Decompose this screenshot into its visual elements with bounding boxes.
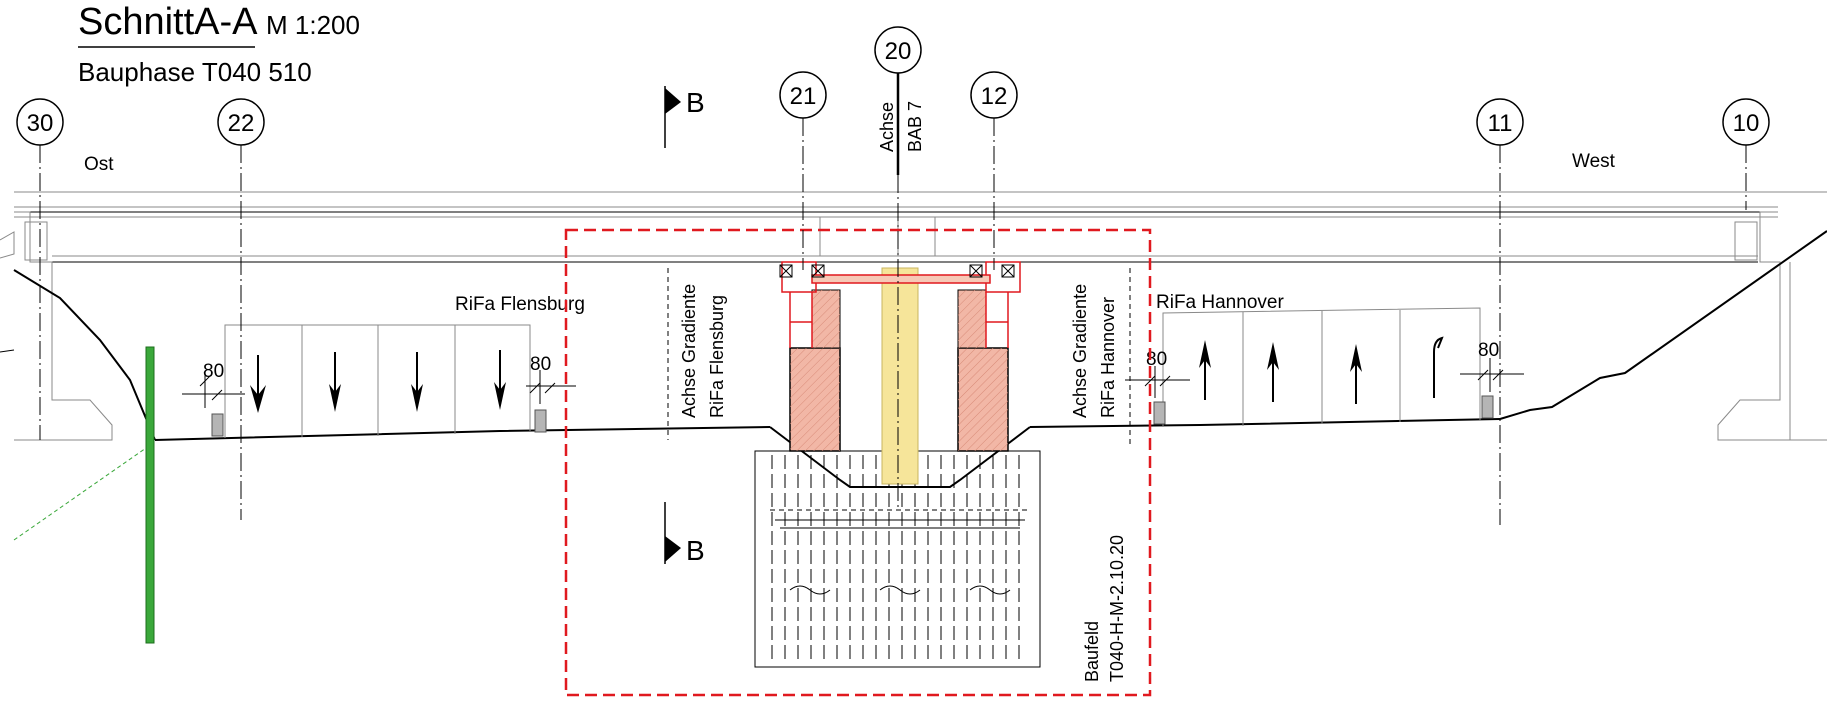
svg-text:10: 10 xyxy=(1733,110,1760,137)
axis-21: 21 xyxy=(779,71,827,270)
pile-loops xyxy=(789,585,1011,595)
svg-text:B: B xyxy=(686,87,705,118)
barrier-base xyxy=(1153,401,1166,425)
carriageway-label-flensburg: RiFa Flensburg xyxy=(455,294,585,315)
construction-phase: Bauphase T040 510 xyxy=(78,57,312,87)
direction-west: West xyxy=(1572,151,1616,172)
gradient-axis-label-flensburg: Achse Gradiente RiFa Flensburg xyxy=(679,279,727,418)
svg-text:12: 12 xyxy=(981,83,1008,110)
dimension-80: 80 xyxy=(182,361,245,408)
svg-text:21: 21 xyxy=(790,83,817,110)
svg-text:11: 11 xyxy=(1488,110,1513,137)
direction-east: Ost xyxy=(84,154,114,175)
lane-arrow-down-icon xyxy=(250,355,266,413)
abutment-east xyxy=(0,211,113,441)
construction-field-label: Baufeld T040-H-M-2.10.20 xyxy=(1082,535,1127,682)
pier-right xyxy=(957,289,1009,452)
barrier-base xyxy=(534,409,547,433)
axis-20: 20 xyxy=(874,26,922,74)
svg-text:80: 80 xyxy=(1478,340,1499,361)
barrier-base xyxy=(1481,395,1494,419)
section-flag-icon xyxy=(665,88,681,114)
carriageway-flensburg xyxy=(211,324,547,438)
carriageway-label-hannover: RiFa Hannover xyxy=(1156,292,1284,313)
lane-arrow-up-icon xyxy=(1350,344,1362,404)
svg-text:20: 20 xyxy=(885,38,912,65)
section-flag-icon xyxy=(665,536,681,562)
sheet-pile-wall xyxy=(145,346,155,644)
carriageway-hannover xyxy=(1153,307,1494,427)
pier-left xyxy=(789,289,841,452)
svg-text:80: 80 xyxy=(203,361,224,382)
section-marker-top: B xyxy=(664,86,705,148)
falsework xyxy=(781,261,1021,348)
dimension-80: 80 xyxy=(1125,349,1190,398)
lane-arrow-down-icon xyxy=(494,350,506,410)
central-core xyxy=(881,267,919,485)
axis-11: 11 xyxy=(1476,98,1524,525)
section-marker-bottom: B xyxy=(664,502,705,566)
construction-field-boundary xyxy=(564,228,1152,697)
anchor-line xyxy=(13,447,147,541)
svg-text:22: 22 xyxy=(228,110,255,137)
axis-30: 30 xyxy=(16,98,64,440)
svg-text:80: 80 xyxy=(530,354,551,375)
dimension-80: 80 xyxy=(1460,340,1524,392)
dimension-80: 80 xyxy=(526,354,576,404)
svg-text:30: 30 xyxy=(27,110,54,137)
lane-arrow-down-icon xyxy=(329,352,341,412)
abutment-west xyxy=(1717,211,1827,441)
bearing-icon xyxy=(779,264,1015,278)
svg-text:B: B xyxy=(686,535,705,566)
barrier-base xyxy=(211,413,224,437)
bridge-deck xyxy=(14,191,1827,263)
gradient-axis-label-hannover: Achse Gradiente RiFa Hannover xyxy=(1070,279,1118,418)
svg-text:80: 80 xyxy=(1146,349,1167,370)
lane-arrow-up-icon xyxy=(1433,336,1444,398)
motorway-axis-label: Achse BAB 7 xyxy=(877,97,925,152)
axis-10: 10 xyxy=(1722,98,1770,210)
axis-22: 22 xyxy=(217,98,265,520)
axis-12: 12 xyxy=(970,71,1018,270)
lane-arrow-up-icon xyxy=(1267,342,1279,402)
lane-arrow-down-icon xyxy=(411,352,423,412)
drawing-scale: M 1:200 xyxy=(266,10,360,40)
drawing-title: SchnittA-A xyxy=(78,1,258,43)
lane-arrow-up-icon xyxy=(1199,340,1211,400)
pile-lines xyxy=(771,455,1020,662)
